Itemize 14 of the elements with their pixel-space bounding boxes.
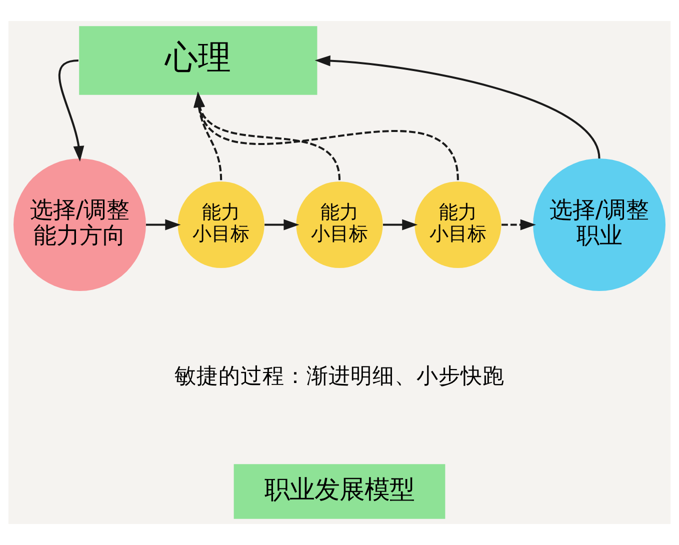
node-box: 职业发展模型: [234, 464, 446, 519]
arrow: [264, 219, 300, 230]
node-circle: 能力小目标: [296, 181, 383, 268]
node-circle: 选择/调整职业: [533, 158, 666, 291]
node-box: 心理: [79, 26, 318, 95]
node-circle: 能力小目标: [414, 181, 502, 268]
arrow: [146, 219, 181, 230]
node-circle: 选择/调整能力方向: [14, 158, 146, 291]
arrow: [502, 219, 536, 230]
label: 敏捷的过程：渐进明细、小步快跑: [174, 364, 504, 389]
arrow: [382, 219, 418, 230]
node-circle: 能力小目标: [178, 181, 264, 268]
arrow: [314, 55, 600, 159]
arrow: [58, 59, 84, 162]
